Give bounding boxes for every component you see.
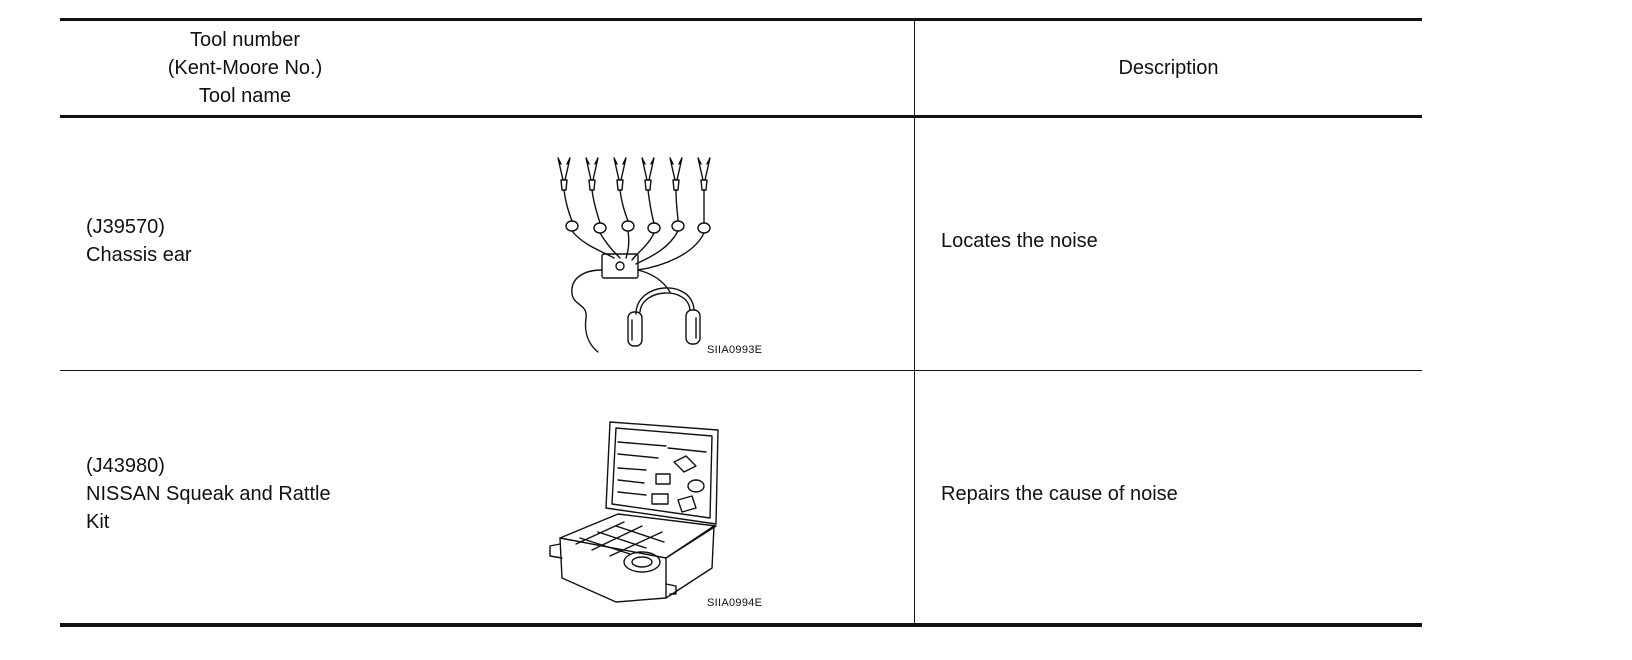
- chassis-ear-illustration: [557, 157, 711, 353]
- kit-lid: [605, 421, 719, 525]
- header-kent-moore-label: (Kent-Moore No.): [167, 57, 323, 79]
- row-2-tool-name-line-2: Kit: [86, 511, 110, 533]
- header-bottom-rule: [60, 115, 1422, 118]
- row-1-tool-name: Chassis ear: [86, 244, 192, 266]
- row-1-tool-cell: (J39570) Chassis ear: [86, 213, 192, 269]
- row-2-tool-name-line-1: NISSAN Squeak and Rattle: [86, 483, 331, 505]
- header-tool-number-label: Tool number: [189, 29, 301, 51]
- row-2-figure-code: SIIA0994E: [707, 597, 763, 609]
- special-tools-table: Tool number (Kent-Moore No.) Tool name D…: [60, 18, 1422, 629]
- row-2-tool-number: (J43980): [86, 455, 165, 477]
- table-top-rule: [60, 18, 1422, 21]
- header-description-column: Description: [915, 21, 1422, 115]
- row-2-description: Repairs the cause of noise: [941, 483, 1178, 505]
- row-1-figure-code: SIIA0993E: [707, 344, 763, 356]
- header-description-label: Description: [1118, 56, 1219, 79]
- kit-case: [549, 513, 717, 603]
- row-2-tool-cell: (J43980) NISSAN Squeak and Rattle Kit: [86, 452, 331, 536]
- sensor-pickups: [565, 220, 711, 234]
- header-tool-column: Tool number (Kent-Moore No.) Tool name: [60, 21, 430, 115]
- squeak-rattle-kit-illustration: [549, 421, 719, 603]
- control-box: [601, 253, 639, 279]
- header-tool-name-label: Tool name: [198, 85, 292, 107]
- row-1-tool-number: (J39570): [86, 216, 165, 238]
- headphones: [627, 287, 701, 347]
- alligator-clips: [557, 157, 711, 191]
- row-divider: [60, 370, 1422, 371]
- column-divider: [914, 18, 915, 626]
- row-1-description: Locates the noise: [941, 230, 1098, 252]
- table-bottom-rule: [60, 623, 1422, 627]
